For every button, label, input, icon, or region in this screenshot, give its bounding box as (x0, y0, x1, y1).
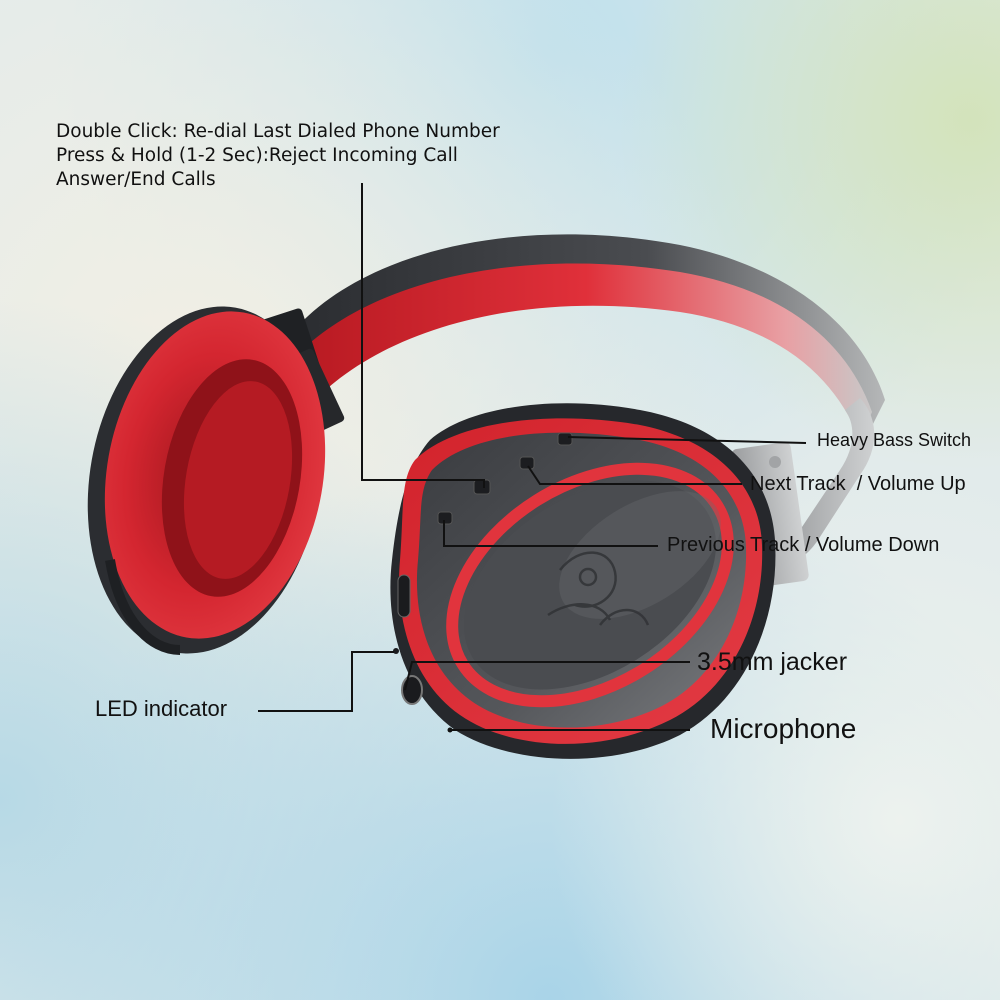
callout-line-reject: Press & Hold (1-2 Sec):Reject Incoming C… (56, 145, 458, 166)
leader-top-block (361, 183, 485, 488)
callout-line-answer: Answer/End Calls (56, 169, 216, 190)
left-ear-cup (87, 306, 326, 655)
right-hinge (780, 398, 875, 562)
leader-jack (404, 661, 690, 691)
button-heavy-bass (557, 432, 573, 446)
callout-line-redial: Double Click: Re-dial Last Dialed Phone … (56, 121, 500, 142)
previous-track-label: Previous Track / Volume Down (667, 534, 940, 556)
next-track-label: Next Track / Volume Up (750, 473, 966, 495)
mic-hole (447, 727, 453, 733)
headband-inner (300, 263, 872, 440)
led-dot (393, 648, 399, 654)
leader-heavy-bass (567, 436, 807, 444)
heavy-bass-label: Heavy Bass Switch (817, 430, 972, 450)
button-next-track (519, 456, 535, 470)
leader-previous-track (443, 520, 658, 547)
leader-led (258, 651, 394, 712)
led-indicator-label: LED indicator (95, 696, 228, 721)
microphone-label: Microphone (710, 713, 857, 744)
jack-label: 3.5mm jacker (697, 648, 848, 676)
leader-next-track (527, 465, 742, 485)
multifunction-button-callout: Double Click: Re-dial Last Dialed Phone … (56, 120, 500, 192)
